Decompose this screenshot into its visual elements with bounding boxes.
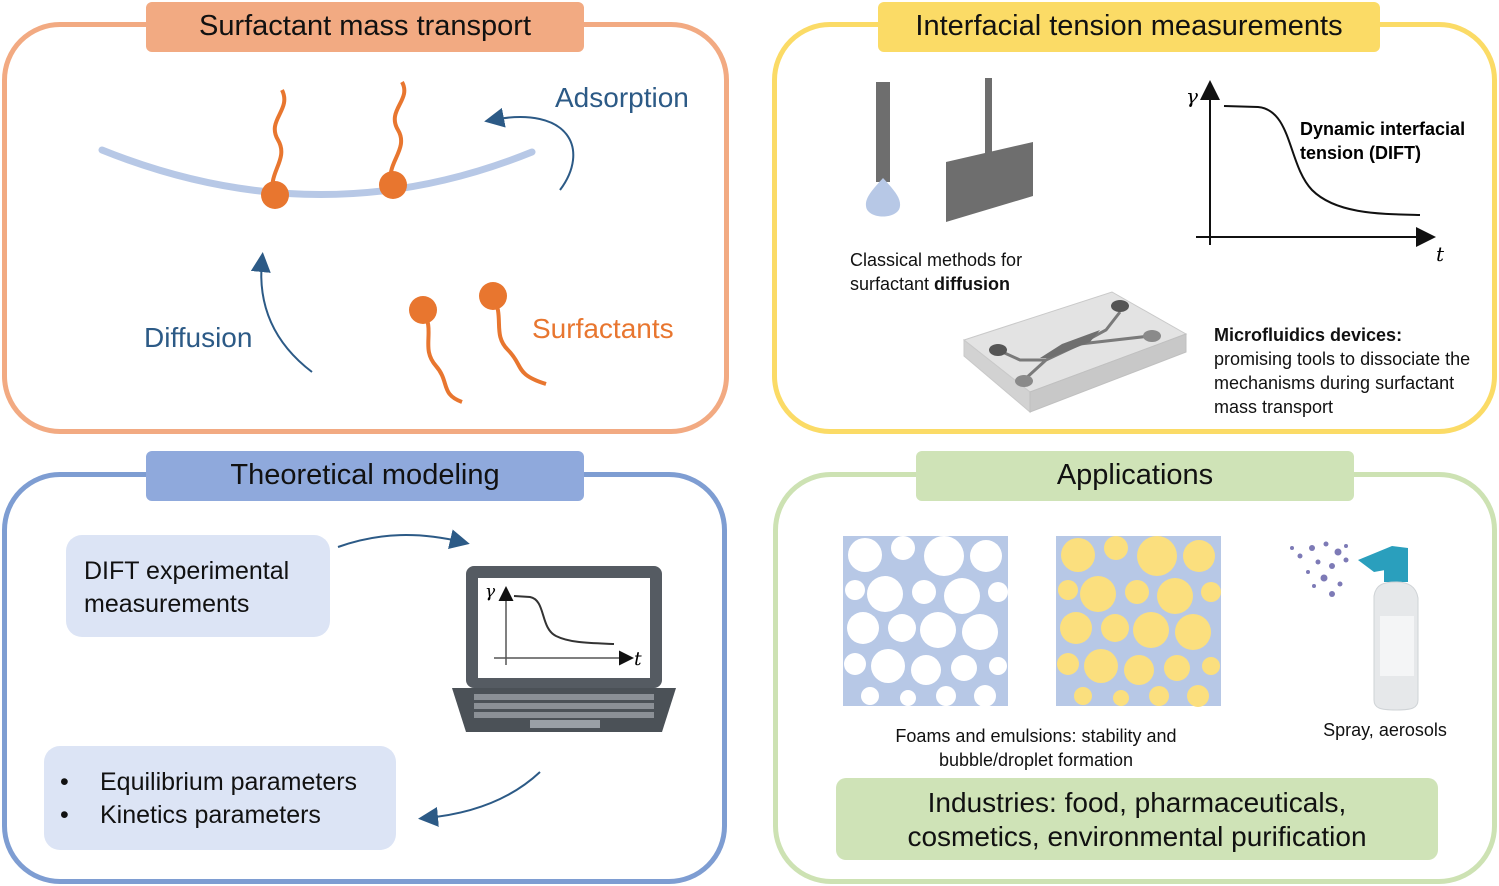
dift-y-axis-label: γ: [1186, 84, 1198, 108]
laptop-dift-curve: [513, 595, 615, 645]
foam-icon: [843, 536, 1008, 707]
dift-measurements-box: DIFT experimental measurements: [66, 535, 330, 637]
microfluidics-description: promising tools to dissociate the mechan…: [1214, 349, 1471, 417]
parameters-box: Equilibrium parameters Kinetics paramete…: [44, 746, 396, 850]
diffusion-label: Diffusion: [144, 322, 253, 353]
parameter-item-kinetics: Kinetics parameters: [44, 799, 396, 832]
diffusion-arrow: [250, 252, 313, 373]
classical-methods-emphasis: diffusion: [934, 274, 1011, 294]
adsorption-label: Adsorption: [555, 82, 689, 113]
pendant-drop-icon: [865, 82, 901, 217]
dift-chart-label: Dynamic interfacial tension (DIFT): [1300, 119, 1466, 163]
adsorption-arrow: [484, 107, 575, 191]
surfactant-molecule: [261, 89, 289, 209]
wilhelmy-plate-icon: [946, 78, 1033, 222]
interface-line: [98, 146, 536, 198]
industries-box: Industries: food, pharmaceuticals, cosme…: [836, 778, 1438, 860]
laptop-x-axis-label: t: [634, 648, 642, 670]
classical-methods-line2-prefix: surfactant: [850, 274, 935, 294]
parameters-list: Equilibrium parameters Kinetics paramete…: [44, 766, 396, 832]
laptop-y-axis-label: γ: [485, 582, 496, 602]
microfluidics-caption: Microfluidics devices: promising tools t…: [1214, 323, 1484, 419]
dift-chart: [1196, 80, 1436, 247]
classical-methods-caption: Classical methods for surfactant diffusi…: [850, 248, 1022, 296]
tension-title: Interfacial tension measurements: [878, 2, 1380, 52]
flow-arrow-to-laptop: [337, 529, 470, 549]
emulsion-icon: [1056, 536, 1221, 707]
spray-bottle-icon: [1290, 541, 1419, 711]
parameter-item-equilibrium: Equilibrium parameters: [44, 766, 396, 799]
laptop-icon: [452, 566, 676, 732]
microfluidics-heading: Microfluidics devices:: [1214, 325, 1403, 345]
dift-curve: [1223, 105, 1421, 216]
surfactant-molecule: [379, 81, 407, 199]
flow-arrow-to-parameters: [418, 771, 541, 827]
applications-title: Applications: [916, 451, 1354, 501]
surfactant-molecule: [479, 282, 547, 386]
modeling-title: Theoretical modeling: [146, 451, 584, 501]
classical-methods-line1: Classical methods for: [850, 250, 1023, 270]
spray-caption: Spray, aerosols: [1323, 720, 1447, 740]
mass-transport-title: Surfactant mass transport: [146, 2, 584, 52]
dift-x-axis-label: t: [1436, 242, 1445, 266]
classical-methods-line2: surfactant diffusion: [850, 272, 1022, 296]
foams-caption: Foams and emulsions: stability and bubbl…: [895, 726, 1177, 770]
microfluidic-chip-icon: [962, 291, 1188, 414]
surfactant-molecule: [409, 296, 463, 404]
surfactants-label: Surfactants: [532, 313, 674, 344]
